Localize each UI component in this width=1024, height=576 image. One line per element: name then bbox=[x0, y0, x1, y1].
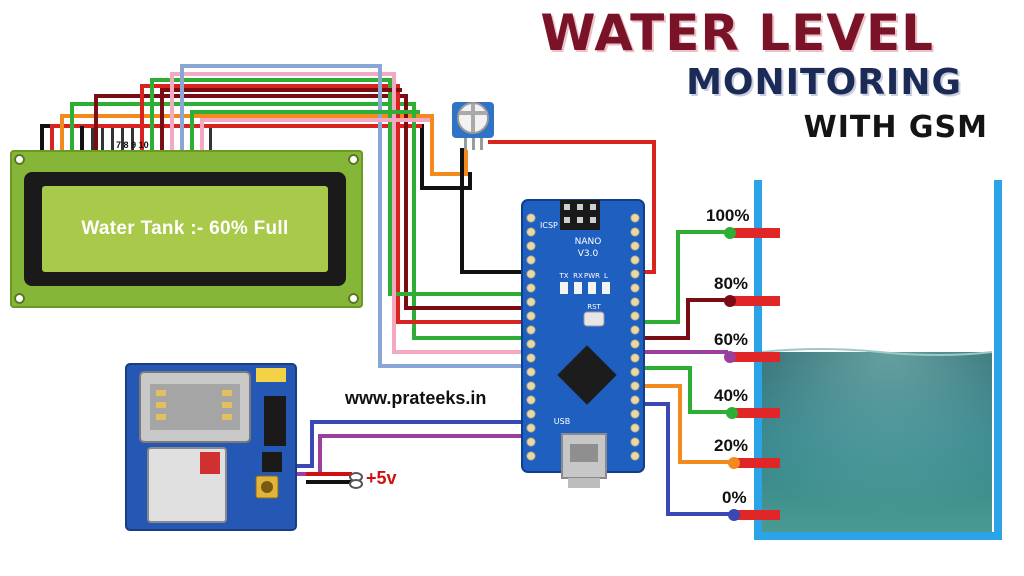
lcd-pin-8: 8 bbox=[123, 140, 129, 150]
lcd-mount-hole bbox=[14, 293, 25, 304]
arduino-led-rx: RX bbox=[573, 272, 583, 280]
level-wires bbox=[640, 230, 732, 516]
lcd-module: Water Tank :- 60% Full bbox=[10, 150, 363, 308]
lcd-pin-10: 10 bbox=[138, 140, 149, 150]
title-line-1: WATER LEVEL bbox=[540, 4, 934, 62]
level-label-0: 0% bbox=[722, 488, 747, 507]
potentiometer bbox=[452, 102, 494, 150]
website-label: www.prateeks.in bbox=[345, 388, 487, 408]
probe-20 bbox=[732, 458, 780, 468]
title-line-3: WITH GSM bbox=[803, 110, 988, 145]
lcd-mount-hole bbox=[348, 154, 359, 165]
lcd-screen: Water Tank :- 60% Full bbox=[42, 186, 328, 272]
lcd-mount-hole bbox=[14, 154, 25, 165]
lcd-pin-9: 9 bbox=[131, 140, 137, 150]
arduino-rst-label: RST bbox=[587, 303, 601, 311]
lcd-mount-hole bbox=[348, 293, 359, 304]
gsm-wires bbox=[268, 420, 537, 476]
arduino-usb-label: USB bbox=[554, 417, 570, 426]
water-tank bbox=[754, 180, 1002, 540]
level-probes bbox=[724, 227, 780, 521]
arduino-nano bbox=[521, 199, 645, 488]
title-line-2: MONITORING bbox=[686, 62, 962, 103]
level-label-20: 20% bbox=[714, 436, 749, 455]
arduino-version: V3.0 bbox=[578, 249, 599, 259]
lcd-pin-7: 7 bbox=[116, 140, 122, 150]
potentiometer-wires bbox=[460, 140, 656, 274]
arduino-led-pwr: PWR bbox=[584, 272, 600, 280]
power-label: +5v bbox=[366, 468, 397, 488]
level-label-60: 60% bbox=[714, 330, 749, 349]
lcd-wires bbox=[40, 64, 537, 368]
probe-60 bbox=[728, 352, 780, 362]
probe-80 bbox=[728, 296, 780, 306]
level-label-40: 40% bbox=[714, 386, 749, 405]
lcd-bezel: Water Tank :- 60% Full bbox=[24, 172, 346, 286]
level-label-80: 80% bbox=[714, 274, 749, 293]
probe-0 bbox=[732, 510, 780, 520]
water-light-rays bbox=[762, 352, 992, 532]
power-wires bbox=[306, 472, 352, 484]
level-label-100: 100% bbox=[706, 206, 750, 225]
arduino-led-tx: TX bbox=[558, 272, 568, 280]
lcd-display-text: Water Tank :- 60% Full bbox=[81, 218, 289, 239]
arduino-board-name: NANO bbox=[575, 237, 602, 247]
power-terminal-black bbox=[349, 479, 363, 489]
probe-100 bbox=[728, 228, 780, 238]
probe-40 bbox=[730, 408, 780, 418]
gsm-module bbox=[125, 363, 297, 531]
lcd-pin-numbers: 7 8 9 10 bbox=[116, 140, 149, 150]
arduino-led-l: L bbox=[604, 272, 608, 280]
arduino-icsp-label: ICSP bbox=[540, 221, 558, 230]
